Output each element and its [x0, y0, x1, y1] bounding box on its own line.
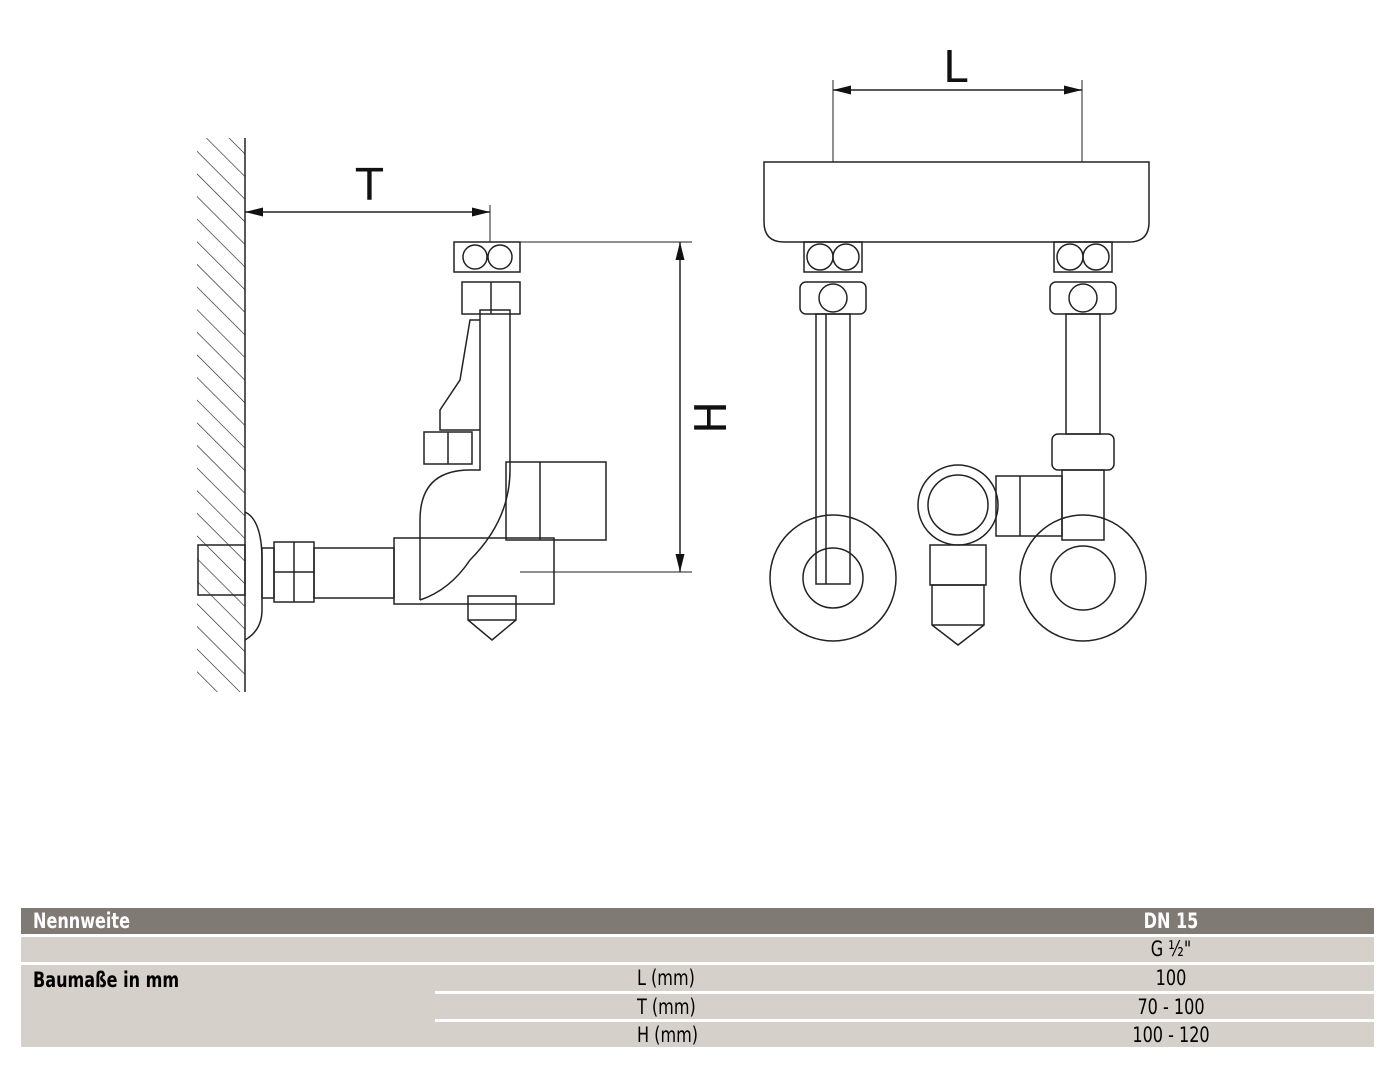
dimension-label-T: T — [355, 160, 383, 211]
technical-drawing: T L H — [197, 42, 1150, 692]
dim-name-H: H (mm) — [637, 1023, 699, 1047]
dim-value-H: 100 - 120 — [1132, 1023, 1210, 1047]
dimension-label-H: H — [686, 401, 737, 434]
dimension-label-L: L — [943, 42, 968, 93]
right-connection — [917, 241, 1147, 646]
nominal-size-label: Nennweite — [33, 909, 131, 933]
left-connection — [769, 241, 897, 642]
thread-value: G ½" — [1150, 937, 1192, 961]
thread-row: G ½" — [21, 937, 1374, 962]
dim-name-L: L (mm) — [637, 966, 695, 990]
front-view — [763, 161, 1150, 646]
dim-value-T: 70 - 100 — [1137, 995, 1205, 1019]
dimensions-label: Baumaße in mm — [33, 968, 180, 992]
dimension-T — [245, 205, 491, 242]
dimension-H — [520, 241, 692, 573]
wall — [197, 138, 245, 692]
dim-name-T: T (mm) — [637, 995, 696, 1019]
dimensions-block: Baumaße in mm L (mm) 100 T (mm) 70 - 100… — [21, 965, 1374, 1047]
dimension-L — [832, 80, 1083, 162]
nominal-size-value: DN 15 — [1143, 909, 1199, 933]
table-header-row: Nennweite DN 15 — [21, 908, 1374, 934]
side-view — [197, 138, 607, 692]
dim-value-L: 100 — [1155, 966, 1187, 990]
